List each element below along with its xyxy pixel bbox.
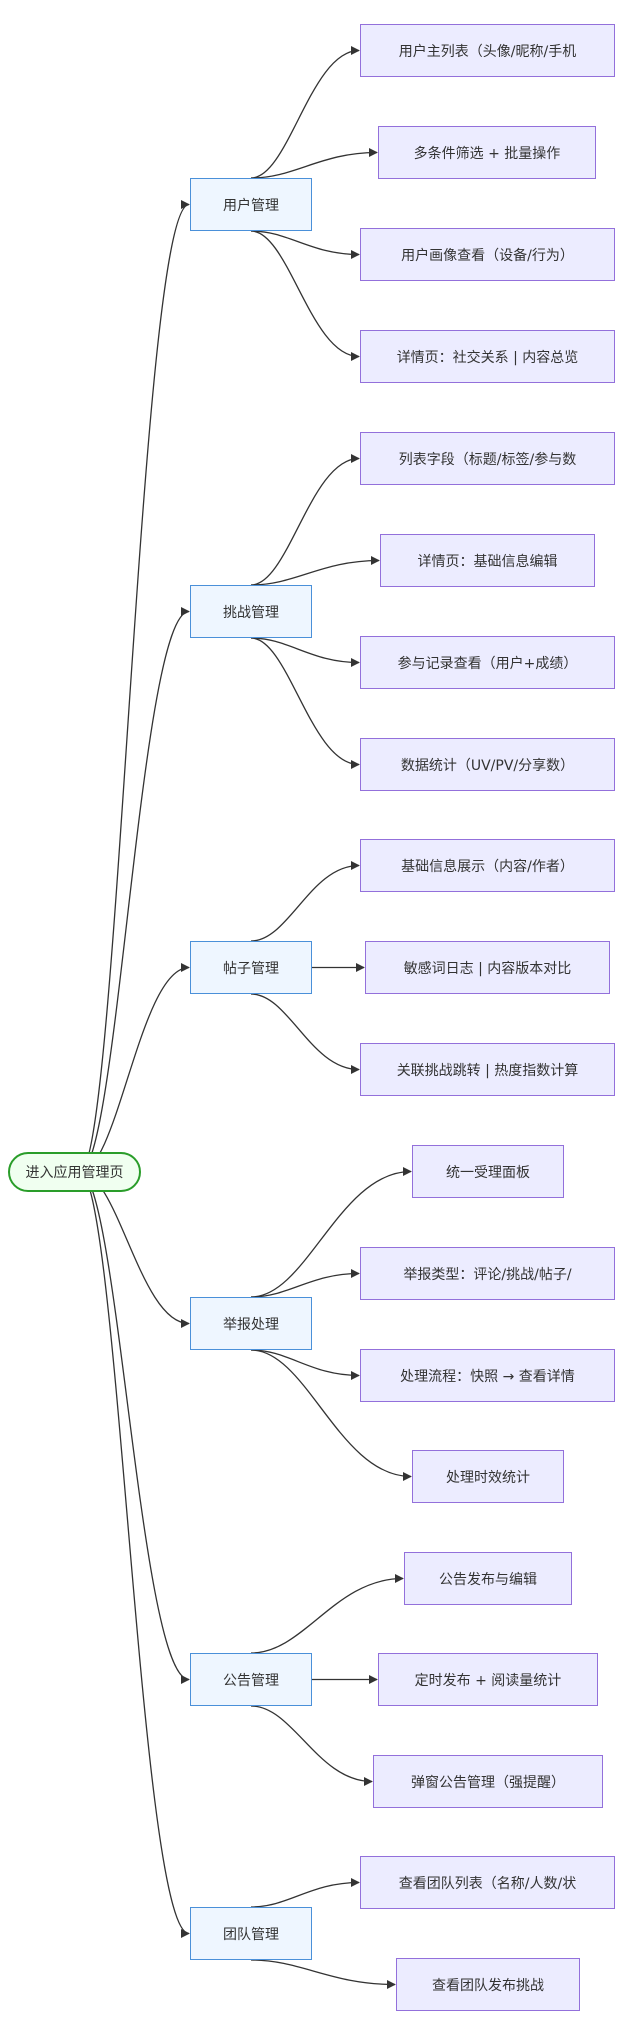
edge-category-4-to-leaf-2 [250, 1268, 360, 1298]
leaf-node-2-3: 参与记录查看（用户+成绩） [360, 636, 615, 689]
leaf-node-3-2: 敏感词日志 | 内容版本对比 [365, 941, 610, 994]
edge-category-6-to-leaf-2 [250, 1959, 396, 1990]
leaf-node-6-2: 查看团队发布挑战 [396, 1958, 580, 2011]
leaf-node-3-2-label: 敏感词日志 | 内容版本对比 [403, 960, 572, 977]
category-node-5: 公告管理 [190, 1653, 312, 1706]
leaf-node-3-1: 基础信息展示（内容/作者） [360, 839, 615, 892]
edge-category-3-to-leaf-3 [250, 993, 360, 1075]
leaf-node-3-3-label: 关联挑战跳转 | 热度指数计算 [396, 1062, 579, 1079]
leaf-node-4-1-label: 统一受理面板 [446, 1164, 530, 1181]
edge-root-to-category-3 [79, 962, 190, 1173]
leaf-node-4-3: 处理流程：快照 → 查看详情 [360, 1349, 615, 1402]
edge-category-1-to-leaf-2 [250, 147, 378, 179]
leaf-node-1-4-label: 详情页：社交关系 | 内容总览 [396, 349, 579, 366]
leaf-node-6-2-label: 查看团队发布挑战 [432, 1977, 544, 1994]
edge-category-4-to-leaf-4 [250, 1349, 412, 1482]
leaf-node-4-1: 统一受理面板 [412, 1145, 564, 1198]
leaf-node-2-4: 数据统计（UV/PV/分享数） [360, 738, 615, 791]
leaf-node-3-3: 关联挑战跳转 | 热度指数计算 [360, 1043, 615, 1096]
edge-category-6-to-leaf-1 [250, 1877, 360, 1908]
edge-category-1-to-leaf-4 [250, 230, 360, 362]
edge-category-2-to-leaf-2 [250, 555, 380, 586]
leaf-node-1-1-label: 用户主列表（头像/昵称/手机 [398, 43, 577, 60]
leaf-node-2-2-label: 详情页：基础信息编辑 [417, 553, 558, 570]
leaf-node-5-2-label: 定时发布 + 阅读量统计 [414, 1672, 562, 1689]
category-node-5-label: 公告管理 [223, 1672, 279, 1689]
leaf-node-1-2-label: 多条件筛选 + 批量操作 [413, 145, 561, 162]
category-node-1: 用户管理 [190, 178, 312, 231]
edge-root-to-category-4 [79, 1171, 190, 1329]
category-node-6-label: 团队管理 [223, 1926, 279, 1943]
leaf-node-5-1-label: 公告发布与编辑 [439, 1571, 537, 1588]
edge-category-4-to-leaf-1 [250, 1166, 412, 1298]
root-node: 进入应用管理页 [8, 1152, 141, 1192]
leaf-node-1-4: 详情页：社交关系 | 内容总览 [360, 330, 615, 383]
edge-category-4-to-leaf-3 [250, 1349, 360, 1381]
leaf-node-4-2: 举报类型：评论/挑战/帖子/ [360, 1247, 615, 1300]
root-node-label: 进入应用管理页 [25, 1165, 124, 1181]
leaf-node-5-1: 公告发布与编辑 [404, 1552, 572, 1605]
leaf-node-6-1-label: 查看团队列表（名称/人数/状 [398, 1875, 577, 1892]
leaf-node-2-3-label: 参与记录查看（用户+成绩） [397, 655, 578, 672]
leaf-node-5-3: 弹窗公告管理（强提醒） [373, 1755, 603, 1808]
leaf-node-5-2: 定时发布 + 阅读量统计 [378, 1653, 598, 1706]
category-node-3: 帖子管理 [190, 941, 312, 994]
leaf-node-6-1: 查看团队列表（名称/人数/状 [360, 1856, 615, 1909]
category-node-2-label: 挑战管理 [223, 604, 279, 621]
leaf-node-4-3-label: 处理流程：快照 → 查看详情 [400, 1368, 575, 1385]
leaf-node-2-2: 详情页：基础信息编辑 [380, 534, 595, 587]
category-node-3-label: 帖子管理 [223, 960, 279, 977]
leaf-node-3-1-label: 基础信息展示（内容/作者） [401, 858, 574, 875]
edge-category-5-to-leaf-3 [250, 1705, 373, 1787]
leaf-node-2-4-label: 数据统计（UV/PV/分享数） [400, 757, 575, 774]
leaf-node-5-3-label: 弹窗公告管理（强提醒） [411, 1774, 565, 1791]
edge-category-5-to-leaf-1 [250, 1573, 404, 1654]
edge-category-2-to-leaf-3 [250, 637, 360, 668]
leaf-node-1-2: 多条件筛选 + 批量操作 [378, 126, 596, 179]
edge-category-2-to-leaf-1 [250, 453, 360, 586]
leaf-node-1-3-label: 用户画像查看（设备/行为） [401, 247, 574, 264]
edge-category-1-to-leaf-3 [250, 230, 360, 260]
edge-category-3-to-leaf-1 [250, 860, 360, 942]
category-node-4: 举报处理 [190, 1297, 312, 1350]
category-node-2: 挑战管理 [190, 585, 312, 638]
edge-category-2-to-leaf-4 [250, 637, 360, 770]
edge-root-to-category-5 [79, 1171, 190, 1684]
leaf-node-1-1: 用户主列表（头像/昵称/手机 [360, 24, 615, 77]
category-node-1-label: 用户管理 [223, 197, 279, 214]
leaf-node-2-1-label: 列表字段（标题/标签/参与数 [398, 451, 577, 468]
edge-category-1-to-leaf-1 [250, 45, 360, 179]
edge-root-to-category-2 [79, 607, 190, 1173]
category-node-6: 团队管理 [190, 1907, 312, 1960]
leaf-node-1-3: 用户画像查看（设备/行为） [360, 228, 615, 281]
leaf-node-4-4-label: 处理时效统计 [446, 1469, 530, 1486]
edge-root-to-category-6 [79, 1171, 190, 1938]
edge-root-to-category-1 [79, 200, 190, 1173]
leaf-node-4-2-label: 举报类型：评论/挑战/帖子/ [403, 1266, 572, 1283]
leaf-node-4-4: 处理时效统计 [412, 1450, 564, 1503]
category-node-4-label: 举报处理 [223, 1316, 279, 1333]
leaf-node-2-1: 列表字段（标题/标签/参与数 [360, 432, 615, 485]
